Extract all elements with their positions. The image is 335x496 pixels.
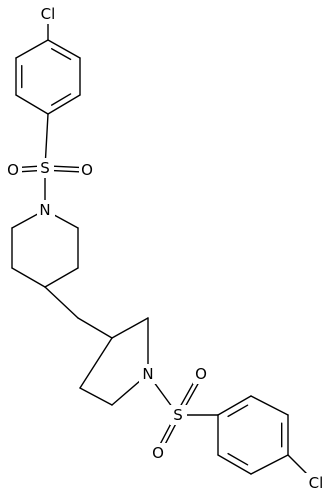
aromatic-inner-bond <box>227 404 249 418</box>
atom-cl1: Cl <box>36 4 60 24</box>
atom-label-o: O <box>81 161 93 179</box>
atom-s2: S <box>170 405 187 425</box>
atom-label-cl: Cl <box>309 474 324 492</box>
atom-label-o: O <box>7 161 19 179</box>
single-bond <box>44 286 79 319</box>
bond-layer <box>11 13 317 484</box>
atom-label-s: S <box>173 406 183 424</box>
single-bond <box>79 337 113 389</box>
single-bond <box>77 317 113 339</box>
atom-o2a: O <box>193 364 210 384</box>
single-bond <box>15 94 49 115</box>
atom-o2b: O <box>150 443 167 463</box>
atom-label-cl: Cl <box>41 5 56 23</box>
atom-label-o: O <box>195 365 207 383</box>
atom-n1: N <box>37 200 55 220</box>
single-bond <box>250 395 289 416</box>
aromatic-inner-bond <box>50 48 72 61</box>
atom-label-o: O <box>152 444 164 462</box>
atom-s1: S <box>37 158 54 178</box>
single-bond <box>11 267 46 288</box>
single-bond <box>15 39 49 59</box>
aromatic-inner-bond <box>227 452 249 466</box>
single-bond <box>44 267 79 288</box>
single-bond <box>47 39 81 59</box>
atom-label-s: S <box>40 159 50 177</box>
single-bond <box>250 454 289 475</box>
single-bond <box>111 317 149 339</box>
atom-label-n: N <box>142 365 153 383</box>
single-bond <box>79 387 113 406</box>
atom-label-layer: Cl S O O N N S <box>5 4 330 493</box>
atom-o1a: O <box>5 160 22 180</box>
single-bond <box>217 454 252 475</box>
single-bond <box>217 395 252 416</box>
atom-n2: N <box>139 364 157 384</box>
aromatic-inner-bond <box>50 93 72 106</box>
atom-cl2: Cl <box>304 473 330 493</box>
atom-label-n: N <box>39 201 50 219</box>
atom-o1b: O <box>79 160 96 180</box>
single-bond <box>47 94 81 115</box>
